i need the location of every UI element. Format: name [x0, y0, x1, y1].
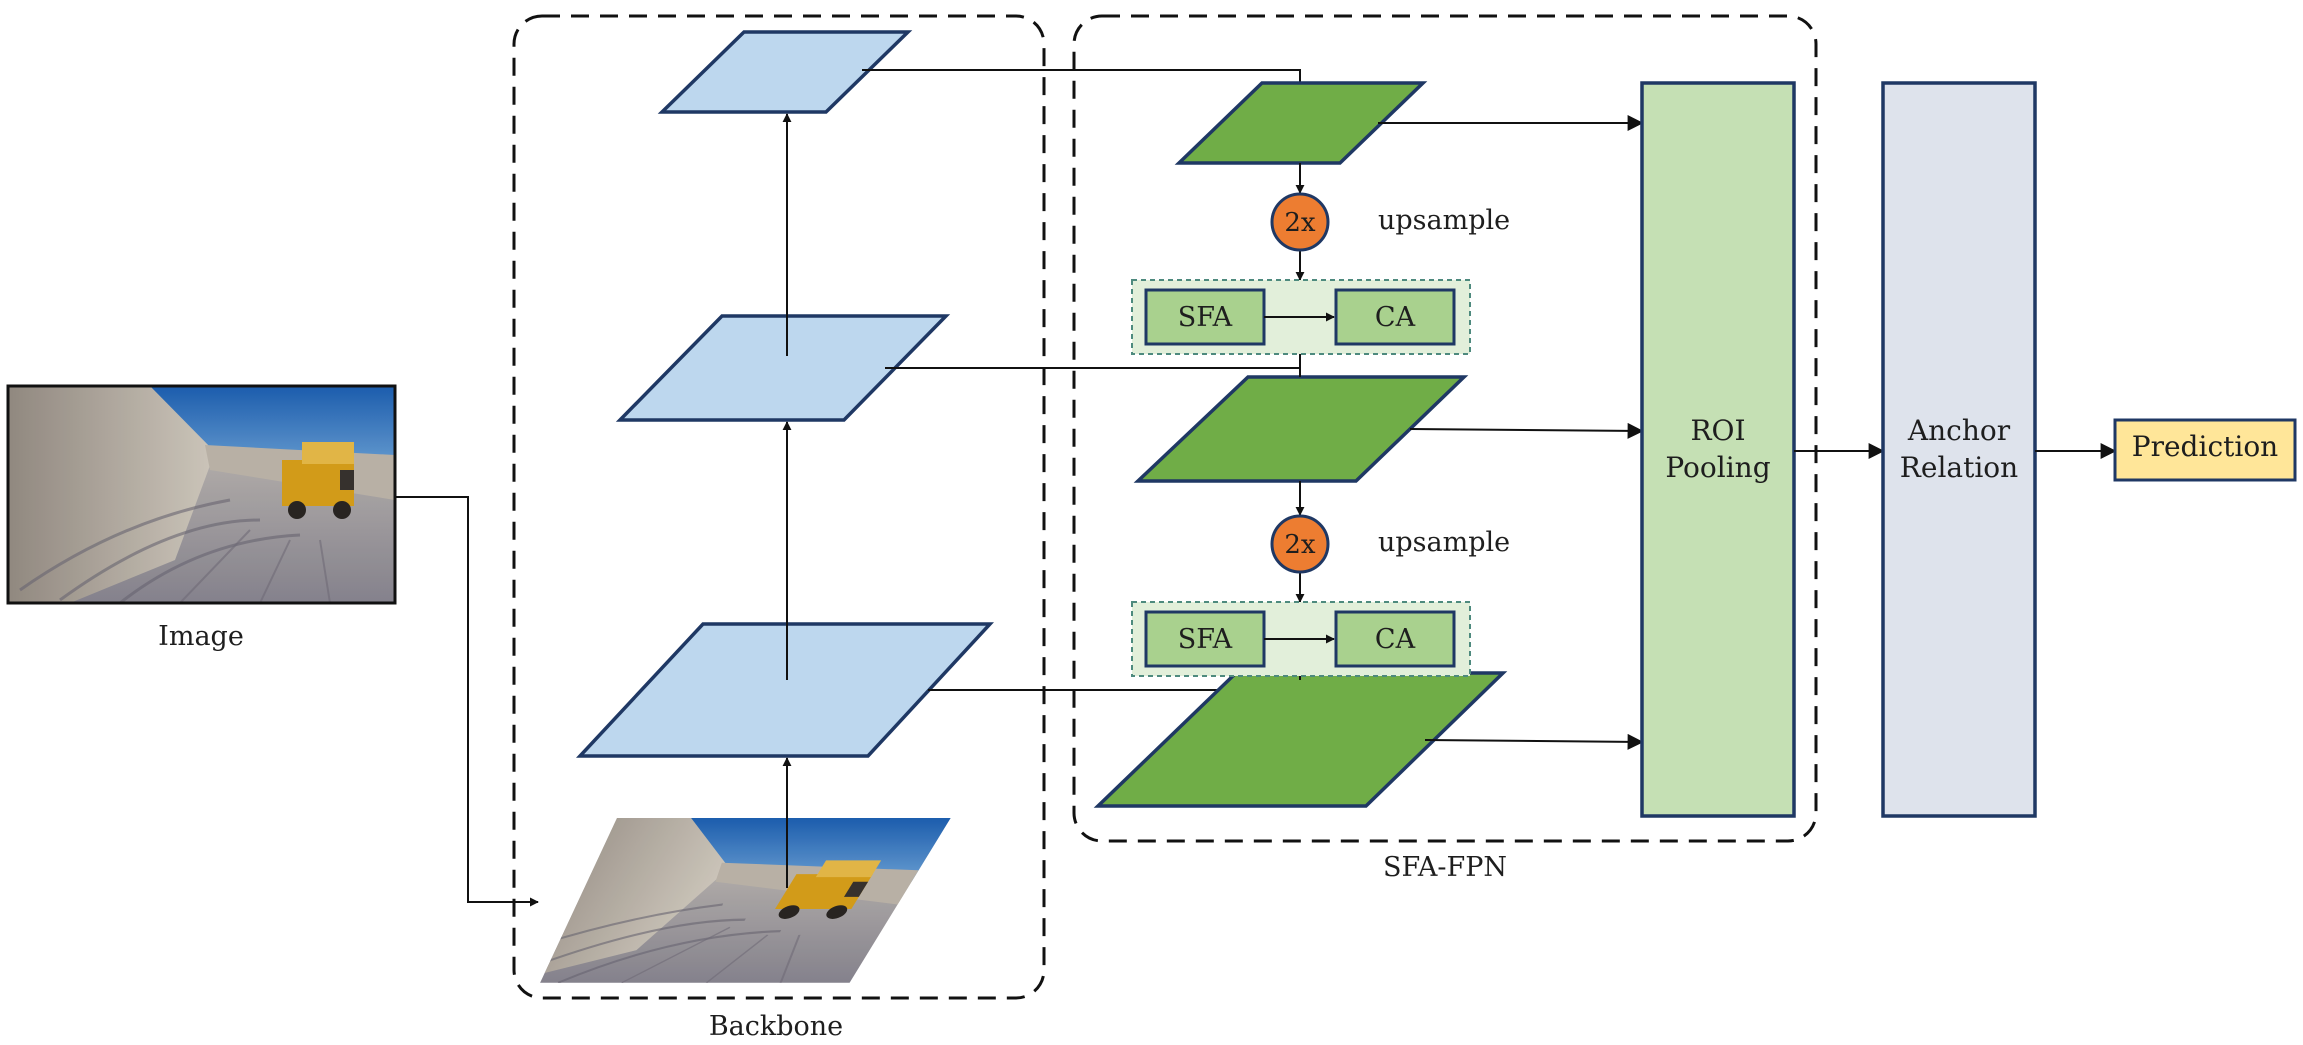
- prediction-block: [2113, 418, 2297, 482]
- roi-pooling-block: [1640, 81, 1796, 818]
- arrow-fpn-middle-to-roi: [1409, 422, 1644, 439]
- roi-pooling-label-line1: ROI: [1690, 414, 1745, 447]
- prediction-label: Prediction: [2132, 430, 2278, 463]
- ca-label-1: CA: [1375, 302, 1416, 333]
- upsample-label-1: upsample: [1378, 205, 1510, 236]
- ca-label-2: CA: [1375, 624, 1416, 655]
- input-image: [6, 384, 397, 605]
- fpn-feature-map-top: [1174, 81, 1428, 165]
- sfa-fpn-label: SFA-FPN: [1383, 852, 1507, 883]
- backbone-group-border: [512, 14, 1046, 1000]
- upsample-circle-2: [1270, 514, 1330, 574]
- sfa-box-2: [1144, 610, 1266, 668]
- arrow-image-to-backbone: [395, 496, 539, 907]
- backbone-label: Backbone: [709, 1011, 843, 1042]
- backbone-input-image: [540, 818, 953, 983]
- roi-pooling-label-line2: Pooling: [1665, 451, 1770, 484]
- ca-box-2: [1334, 610, 1456, 668]
- anchor-relation-label-line2: Relation: [1900, 451, 2018, 484]
- backbone-feature-map-top: [657, 30, 913, 114]
- backbone-feature-map-bottom: [575, 622, 995, 758]
- anchor-relation-label-line1: Anchor: [1907, 414, 2011, 447]
- upsample-label-2: upsample: [1378, 527, 1510, 558]
- upsample-circle-1: [1270, 192, 1330, 252]
- fpn-feature-map-middle: [1133, 375, 1469, 483]
- backbone-feature-map-middle: [615, 314, 951, 422]
- arrow-fpn-bottom-to-roi: [1424, 733, 1644, 750]
- ca-box-1: [1334, 288, 1456, 346]
- upsample-factor-1: 2x: [1284, 208, 1316, 238]
- sfa-label-1: SFA: [1178, 302, 1233, 333]
- anchor-relation-block: [1881, 81, 2037, 818]
- sfa-box-1: [1144, 288, 1266, 346]
- upsample-factor-2: 2x: [1284, 530, 1316, 560]
- sfa-label-2: SFA: [1178, 624, 1233, 655]
- image-label: Image: [158, 621, 244, 652]
- sfa-fpn-group-border: [1072, 14, 1818, 843]
